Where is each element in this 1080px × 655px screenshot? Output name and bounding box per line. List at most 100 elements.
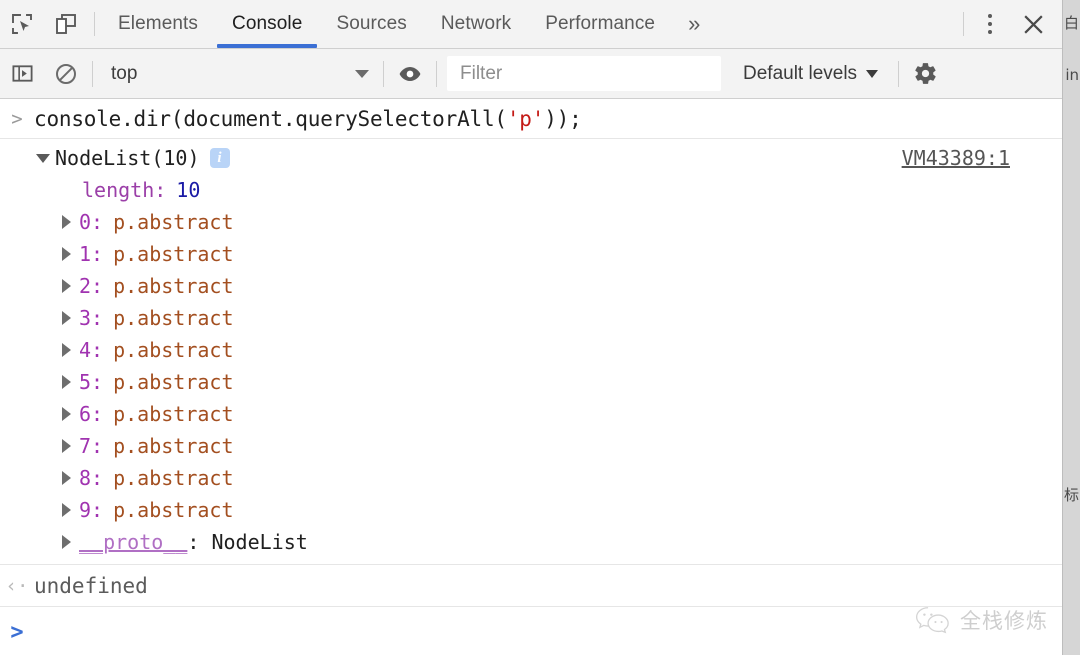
expand-triangle-right-icon[interactable] bbox=[62, 407, 71, 421]
tab-network[interactable]: Network bbox=[424, 1, 528, 48]
execution-context-label: top bbox=[111, 62, 138, 84]
tab-elements-label: Elements bbox=[118, 13, 199, 34]
expand-triangle-right-icon[interactable] bbox=[62, 471, 71, 485]
list-item[interactable]: 3: p.abstract bbox=[0, 302, 1062, 334]
list-item[interactable]: 9: p.abstract bbox=[0, 494, 1062, 526]
more-tabs-chevron-icon[interactable]: » bbox=[688, 11, 701, 36]
proto-separator: : bbox=[187, 530, 212, 554]
close-icon[interactable] bbox=[1010, 1, 1056, 47]
entry-value: p.abstract bbox=[113, 210, 234, 234]
entry-index: 9: bbox=[79, 498, 104, 522]
tab-performance[interactable]: Performance bbox=[528, 1, 672, 48]
expand-triangle-right-icon[interactable] bbox=[62, 311, 71, 325]
info-icon[interactable]: i bbox=[209, 148, 230, 168]
console-prompt-row[interactable]: > bbox=[0, 607, 1062, 653]
list-item[interactable]: 2: p.abstract bbox=[0, 270, 1062, 302]
list-item[interactable]: 5: p.abstract bbox=[0, 366, 1062, 398]
console-result-block: VM43389:1 NodeList(10) i length: 10 0: p… bbox=[0, 139, 1062, 565]
list-item[interactable]: 0: p.abstract bbox=[0, 206, 1062, 238]
page-behind-text-1: 白 bbox=[1063, 14, 1079, 32]
toolbar-divider-4 bbox=[898, 60, 900, 87]
toolbar-divider-2 bbox=[383, 60, 384, 87]
prompt-caret-icon: > bbox=[10, 619, 24, 645]
console-sidebar-icon[interactable] bbox=[0, 51, 44, 97]
console-toolbar: top Default levels bbox=[0, 49, 1062, 99]
chevron-down-icon bbox=[355, 69, 369, 78]
entry-value: p.abstract bbox=[113, 274, 234, 298]
expand-triangle-right-icon[interactable] bbox=[62, 439, 71, 453]
entry-value: p.abstract bbox=[113, 370, 234, 394]
entry-value: p.abstract bbox=[113, 498, 234, 522]
entry-index: 0: bbox=[79, 210, 104, 234]
page-behind-text-3: 标 bbox=[1063, 486, 1079, 504]
expand-triangle-right-icon[interactable] bbox=[62, 375, 71, 389]
command-head: console.dir(document.querySelectorAll( bbox=[34, 107, 507, 131]
log-levels-select[interactable]: Default levels bbox=[721, 63, 894, 85]
expand-triangle-right-icon[interactable] bbox=[62, 343, 71, 357]
command-tail: )); bbox=[544, 107, 582, 131]
toolbar-divider-3 bbox=[436, 60, 437, 87]
expand-triangle-right-icon[interactable] bbox=[62, 503, 71, 517]
tab-performance-label: Performance bbox=[545, 13, 656, 34]
return-value: undefined bbox=[34, 574, 148, 598]
tab-sources[interactable]: Sources bbox=[319, 1, 423, 48]
tab-sources-label: Sources bbox=[336, 13, 407, 34]
console-return-row: ‹· undefined bbox=[0, 565, 1062, 607]
entry-value: p.abstract bbox=[113, 434, 234, 458]
expand-triangle-right-icon[interactable] bbox=[62, 279, 71, 293]
clear-console-icon[interactable] bbox=[44, 51, 88, 97]
entry-index: 7: bbox=[79, 434, 104, 458]
proto-value: NodeList bbox=[211, 530, 308, 554]
entry-value: p.abstract bbox=[113, 402, 234, 426]
proto-row[interactable]: __proto__ : NodeList bbox=[0, 526, 1062, 558]
tab-console-label: Console bbox=[232, 13, 303, 34]
tab-network-label: Network bbox=[440, 13, 512, 34]
entry-index: 5: bbox=[79, 370, 104, 394]
toolbar-divider-1 bbox=[92, 60, 93, 87]
entry-index: 8: bbox=[79, 466, 104, 490]
filter-input[interactable] bbox=[458, 61, 710, 86]
length-key: length: bbox=[82, 178, 167, 202]
entry-index: 4: bbox=[79, 338, 104, 362]
tabstrip-right-divider bbox=[963, 12, 964, 36]
more-options-icon[interactable] bbox=[970, 1, 1010, 47]
expand-triangle-right-icon[interactable] bbox=[62, 247, 71, 261]
entry-index: 1: bbox=[79, 242, 104, 266]
create-live-expression-icon[interactable] bbox=[388, 51, 432, 97]
expand-triangle-right-icon[interactable] bbox=[62, 535, 71, 549]
return-marker-icon: ‹· bbox=[5, 575, 29, 597]
nodelist-header-row[interactable]: NodeList(10) i bbox=[0, 142, 1062, 174]
settings-gear-icon[interactable] bbox=[903, 51, 947, 97]
expand-triangle-down-icon[interactable] bbox=[36, 153, 50, 163]
list-item[interactable]: 6: p.abstract bbox=[0, 398, 1062, 430]
entry-index: 3: bbox=[79, 306, 104, 330]
list-item[interactable]: 8: p.abstract bbox=[0, 462, 1062, 494]
inspect-element-icon[interactable] bbox=[0, 1, 44, 47]
tab-console[interactable]: Console bbox=[215, 1, 319, 48]
list-item[interactable]: 1: p.abstract bbox=[0, 238, 1062, 270]
entry-value: p.abstract bbox=[113, 338, 234, 362]
execution-context-select[interactable]: top bbox=[97, 57, 379, 91]
devtools-tabstrip: Elements Console Sources Network Perform… bbox=[0, 0, 1062, 49]
expand-triangle-right-icon[interactable] bbox=[62, 215, 71, 229]
console-output: > console.dir(document.querySelectorAll(… bbox=[0, 99, 1062, 655]
tab-elements[interactable]: Elements bbox=[101, 1, 215, 48]
entry-value: p.abstract bbox=[113, 242, 234, 266]
tabstrip-divider bbox=[94, 12, 95, 36]
console-prompt-input[interactable] bbox=[34, 617, 1062, 647]
list-item[interactable]: 4: p.abstract bbox=[0, 334, 1062, 366]
entry-index: 2: bbox=[79, 274, 104, 298]
length-value: 10 bbox=[176, 178, 201, 202]
entry-index: 6: bbox=[79, 402, 104, 426]
source-link[interactable]: VM43389:1 bbox=[901, 146, 1010, 170]
list-item[interactable]: 7: p.abstract bbox=[0, 430, 1062, 462]
page-behind-text-2: in bbox=[1065, 66, 1079, 84]
nodelist-title: NodeList(10) bbox=[55, 146, 200, 170]
command-string-literal: 'p' bbox=[506, 107, 545, 131]
console-command-row[interactable]: > console.dir(document.querySelectorAll(… bbox=[0, 99, 1062, 139]
filter-input-wrapper[interactable] bbox=[447, 56, 721, 91]
console-command-text: console.dir(document.querySelectorAll('p… bbox=[34, 105, 582, 133]
device-toolbar-icon[interactable] bbox=[44, 1, 88, 47]
